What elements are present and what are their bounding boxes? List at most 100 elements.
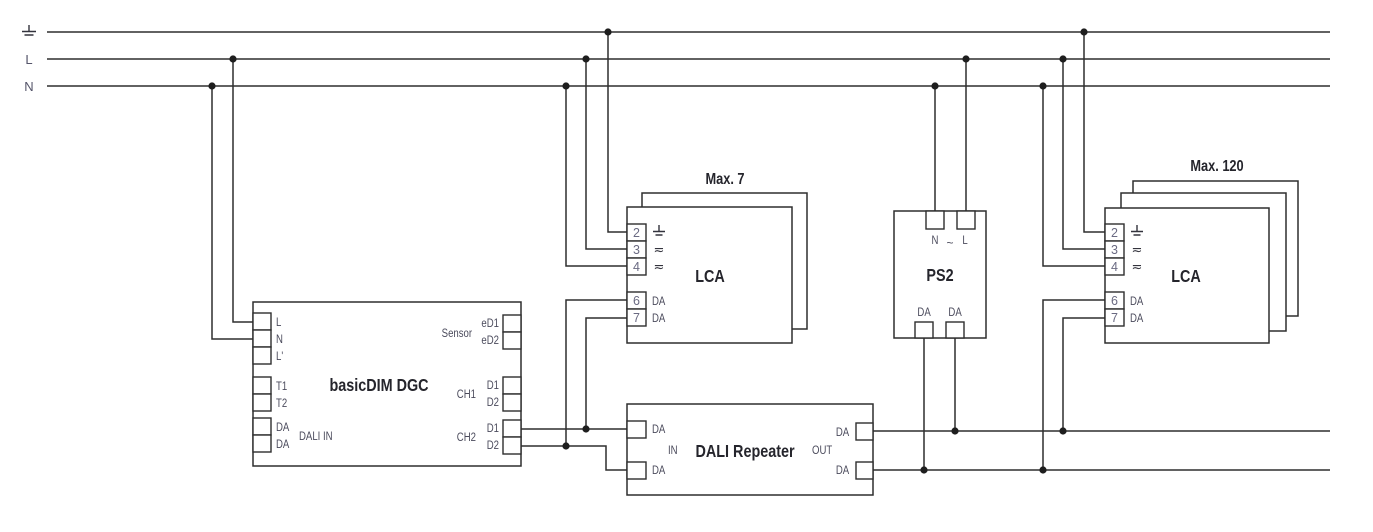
terminal-t2: [252, 393, 272, 412]
terminal-label: eD2: [481, 334, 499, 347]
lca-title: LCA: [695, 267, 725, 287]
junction-dot: [962, 55, 970, 63]
terminal-ed1: [502, 314, 522, 333]
ac-dc-icon: ≂: [1132, 260, 1143, 275]
basicdim-dgc-device: L N L' T1 T2 DA DA DALI IN eD1 eD2 Senso…: [252, 301, 522, 467]
terminal-7: [1104, 308, 1125, 327]
terminal-label: L: [276, 316, 281, 329]
terminal-label: D2: [487, 439, 499, 452]
terminal-number: 3: [633, 243, 640, 257]
terminal-number: 2: [633, 226, 640, 240]
wire-basicdim-l: [232, 59, 253, 323]
da-label: DA: [652, 295, 666, 308]
terminal-number: 7: [1111, 311, 1118, 325]
terminal-t1: [252, 376, 272, 395]
terminal-dali-in-2: [252, 434, 272, 453]
terminal-label: D1: [487, 379, 499, 392]
wire-lca1-ground: [607, 32, 627, 233]
ps2-box: [893, 210, 987, 339]
da-label: DA: [836, 464, 850, 477]
terminal-label: T1: [276, 380, 287, 393]
terminal-out-da2: [855, 461, 874, 480]
mains-l-label: L: [25, 52, 32, 67]
in-label: IN: [668, 444, 678, 457]
ps2-n-label: N: [932, 234, 939, 247]
terminal-ch2-d2: [502, 436, 522, 455]
terminal-out-da1: [855, 422, 874, 441]
dali-in-label: DALI IN: [299, 430, 333, 443]
junction-dot: [562, 442, 570, 450]
wire-lca2-ground: [1083, 32, 1105, 233]
terminal-label: DA: [276, 438, 290, 451]
terminal-ps2-da2: [945, 321, 965, 339]
terminal-number: 7: [633, 311, 640, 325]
da-label: DA: [948, 306, 962, 319]
max-count-label: Max. 7: [705, 171, 744, 189]
lca-group-2: Max. 120 2 3 4 6 7 ≂ ≂ DA DA LCA: [1104, 158, 1299, 344]
earth-ground-icon: [653, 225, 665, 236]
terminal-label: L': [276, 350, 283, 363]
mains-n-label: N: [24, 79, 33, 94]
earth-ground-icon: [22, 25, 36, 36]
junction-dots: [208, 28, 1088, 474]
ps2-title: PS2: [926, 266, 953, 286]
terminal-number: 3: [1111, 243, 1118, 257]
terminal-7: [626, 308, 647, 327]
ac-dc-icon: ≂: [654, 243, 665, 258]
junction-dot: [951, 427, 959, 435]
junction-dot: [562, 82, 570, 90]
terminal-4: [1104, 257, 1125, 276]
junction-dot: [1059, 55, 1067, 63]
junction-dot: [604, 28, 612, 36]
wire-lca2-n: [1042, 86, 1105, 267]
junction-dot: [1039, 466, 1047, 474]
basicdim-box: [252, 301, 522, 467]
junction-dot: [582, 425, 590, 433]
da-label: DA: [652, 312, 666, 325]
terminal-in-da1: [626, 420, 647, 439]
ps2-l-label: L: [962, 234, 967, 247]
basicdim-title: basicDIM DGC: [329, 376, 428, 396]
terminal-label: N: [276, 333, 283, 346]
terminal-label: T2: [276, 397, 287, 410]
ch1-label: CH1: [457, 388, 476, 401]
mains-labels: L N: [22, 25, 36, 94]
da-label: DA: [836, 426, 850, 439]
da-label: DA: [1130, 312, 1144, 325]
wire-lca1-l: [585, 59, 627, 250]
junction-dot: [1059, 427, 1067, 435]
ac-dc-icon: ≂: [1132, 243, 1143, 258]
ac-symbol: ~: [946, 236, 953, 250]
repeater-title: DALI Repeater: [696, 442, 796, 462]
da-label: DA: [652, 464, 666, 477]
ch2-label: CH2: [457, 431, 476, 444]
terminal-label: DA: [276, 421, 290, 434]
terminal-in-da2: [626, 461, 647, 480]
max-count-label: Max. 120: [1190, 158, 1243, 176]
junction-dot: [582, 55, 590, 63]
ps2-device: N ~ L PS2 DA DA: [893, 210, 987, 339]
junction-dot: [1039, 82, 1047, 90]
terminal-number: 6: [1111, 294, 1118, 308]
terminal-l-switched: [252, 346, 272, 365]
terminal-ch1-d2: [502, 393, 522, 412]
terminal-4: [626, 257, 647, 276]
terminal-ps2-da1: [914, 321, 934, 339]
lca-box: [1104, 207, 1270, 344]
wire-lca1-da6: [565, 299, 627, 446]
wire-lca2-l: [1062, 59, 1105, 250]
terminal-ps2-n: [925, 210, 945, 230]
wire-basicdim-n: [211, 86, 253, 340]
terminal-number: 4: [633, 260, 640, 274]
lca-group-1: Max. 7 2 3 4 6 7 ≂ ≂ DA DA LCA: [626, 171, 808, 344]
wire-lca1-da7: [585, 317, 627, 429]
dali-repeater-device: DA DA IN DALI Repeater OUT DA DA: [626, 403, 874, 496]
terminal-number: 6: [633, 294, 640, 308]
junction-dot: [920, 466, 928, 474]
terminal-label: D1: [487, 422, 499, 435]
wire-lca2-da7: [1062, 317, 1105, 431]
junction-dot: [1080, 28, 1088, 36]
terminal-l: [252, 312, 272, 331]
sensor-label: Sensor: [442, 327, 473, 340]
